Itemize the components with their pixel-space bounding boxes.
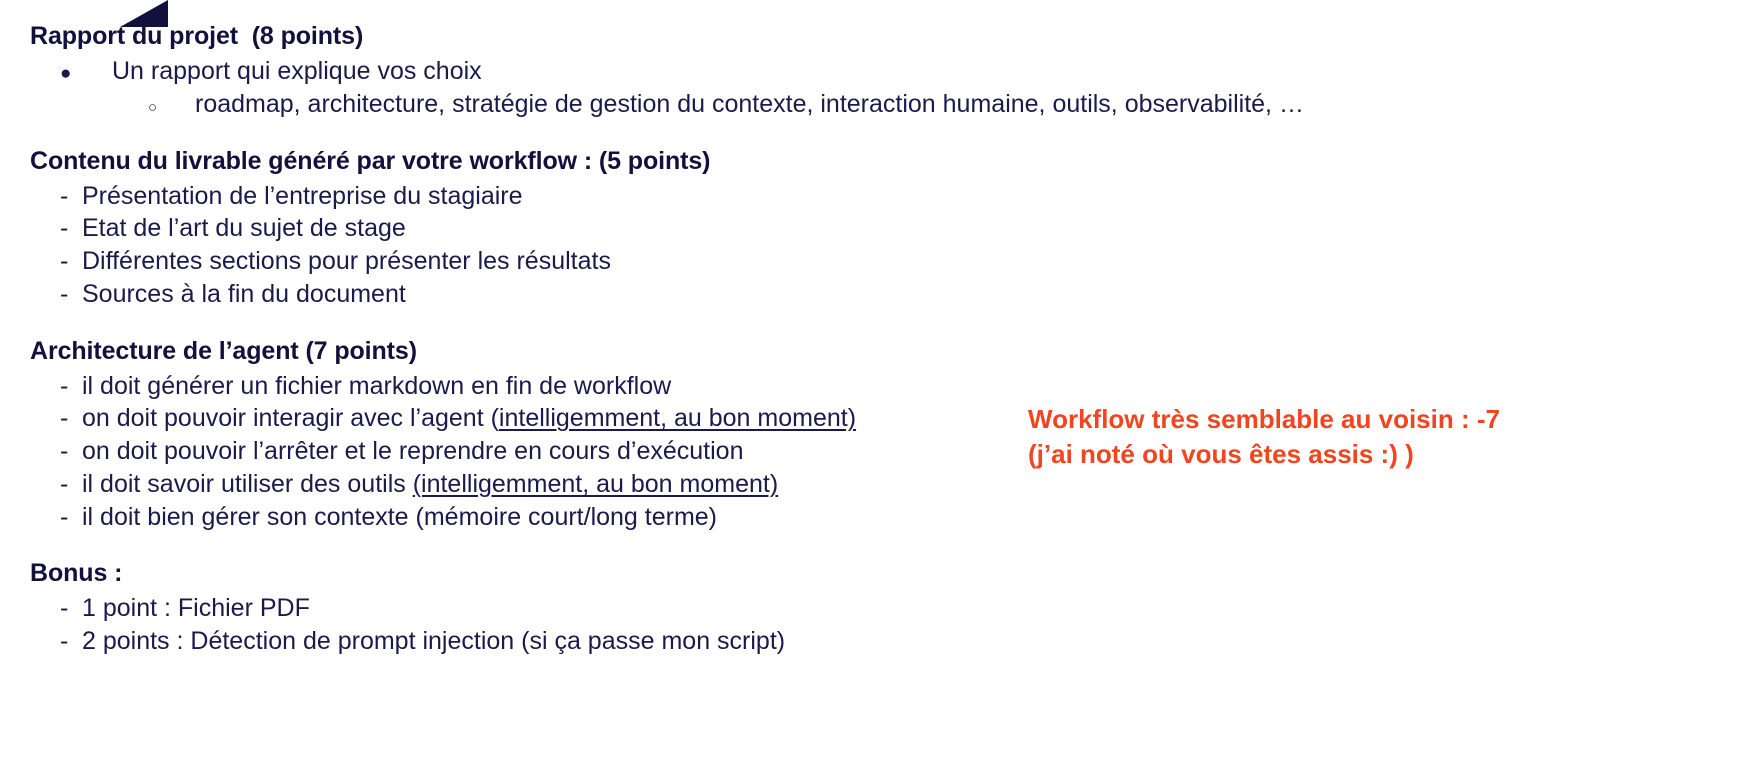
list-item-label: Sources à la fin du document <box>82 279 406 308</box>
dash-marker-icon: - <box>60 181 69 210</box>
list-item-text-plain: on doit pouvoir interagir avec l’agent ( <box>82 404 499 433</box>
list-item-label: roadmap, architecture, stratégie de gest… <box>195 89 1304 118</box>
annotation-line: (j’ai noté où vous êtes assis :) ) <box>1028 438 1414 469</box>
slide-content-column: Rapport du projet (8 points) ● Un rappor… <box>30 20 1304 658</box>
list-item: - 1 point : Fichier PDF <box>30 592 1020 625</box>
list-item: - Différentes sections pour présenter le… <box>30 245 1020 278</box>
list-item-label: 2 points : Détection de prompt injection… <box>82 627 786 655</box>
list-item-label: il doit générer un fichier markdown en f… <box>82 371 672 400</box>
list-item-text-underlined: intelligemment, au bon moment) <box>498 404 857 433</box>
section-architecture: Architecture de l’agent (7 points) - il … <box>30 335 1020 534</box>
list-item-label: Différentes sections pour présenter les … <box>82 247 611 275</box>
list-item: ● Un rapport qui explique vos choix <box>30 55 1020 88</box>
list-item-label: Présentation de l’entreprise du stagiair… <box>82 181 523 210</box>
list-item: ○ roadmap, architecture, stratégie de ge… <box>30 88 1304 121</box>
dash-marker-icon: - <box>60 404 69 433</box>
dash-marker-icon: - <box>60 279 69 308</box>
list-item-label: il doit bien gérer son contexte (mémoire… <box>82 502 718 531</box>
list-item: - il doit générer un fichier markdown en… <box>30 370 1020 403</box>
section-bonus: Bonus : - 1 point : Fichier PDF - 2 poin… <box>30 557 1020 658</box>
list-item: - il doit savoir utiliser des outils (in… <box>30 468 1020 501</box>
list-item-label: il doit savoir utiliser des outils (inte… <box>82 468 778 501</box>
list-contenu: - Présentation de l’entreprise du stagia… <box>30 180 1020 311</box>
list-item-label: on doit pouvoir l’arrêter et le reprendr… <box>82 437 744 465</box>
list-item: - Présentation de l’entreprise du stagia… <box>30 180 1020 213</box>
list-item: - Sources à la fin du document <box>30 278 1020 311</box>
list-rapport: ● Un rapport qui explique vos choix ○ ro… <box>30 55 1304 121</box>
annotation-line: Workflow très semblable au voisin : -7 <box>1028 404 1500 434</box>
teacher-annotation: Workflow très semblable au voisin : -7 (… <box>1028 402 1648 471</box>
dash-marker-icon: - <box>60 437 69 465</box>
dash-marker-icon: - <box>60 594 69 623</box>
list-item: - on doit pouvoir l’arrêter et le repren… <box>30 435 1020 468</box>
list-item-text-underlined: (intelligemment, au bon moment) <box>412 469 779 498</box>
bullet-circle-icon: ○ <box>148 98 158 116</box>
section-heading-bonus: Bonus : <box>30 559 123 588</box>
section-contenu: Contenu du livrable généré par votre wor… <box>30 145 1020 311</box>
section-heading-rapport: Rapport du projet (8 points) <box>30 22 364 50</box>
dash-marker-icon: - <box>60 371 69 400</box>
dash-marker-icon: - <box>60 627 69 655</box>
list-item-text-plain: il doit savoir utiliser des outils <box>82 469 413 498</box>
list-item-label: 1 point : Fichier PDF <box>82 594 310 623</box>
dash-marker-icon: - <box>60 469 69 498</box>
list-item: - il doit bien gérer son contexte (mémoi… <box>30 501 1020 534</box>
list-item-label: Un rapport qui explique vos choix <box>112 57 482 85</box>
dash-marker-icon: - <box>60 247 69 275</box>
list-bonus: - 1 point : Fichier PDF - 2 points : Dét… <box>30 592 1020 658</box>
bullet-disc-icon: ● <box>60 63 72 84</box>
section-heading-architecture: Architecture de l’agent (7 points) <box>30 336 417 365</box>
dash-marker-icon: - <box>60 502 69 531</box>
section-heading-contenu: Contenu du livrable généré par votre wor… <box>30 146 711 175</box>
list-item: - Etat de l’art du sujet de stage <box>30 212 1020 245</box>
list-item: - on doit pouvoir interagir avec l’agent… <box>30 402 1020 435</box>
list-architecture: - il doit générer un fichier markdown en… <box>30 370 1020 534</box>
list-item-label: Etat de l’art du sujet de stage <box>82 214 406 243</box>
list-item: - 2 points : Détection de prompt injecti… <box>30 625 1020 658</box>
list-item-label: on doit pouvoir interagir avec l’agent (… <box>82 402 856 435</box>
section-rapport: Rapport du projet (8 points) ● Un rappor… <box>30 20 1304 121</box>
dash-marker-icon: - <box>60 214 69 243</box>
